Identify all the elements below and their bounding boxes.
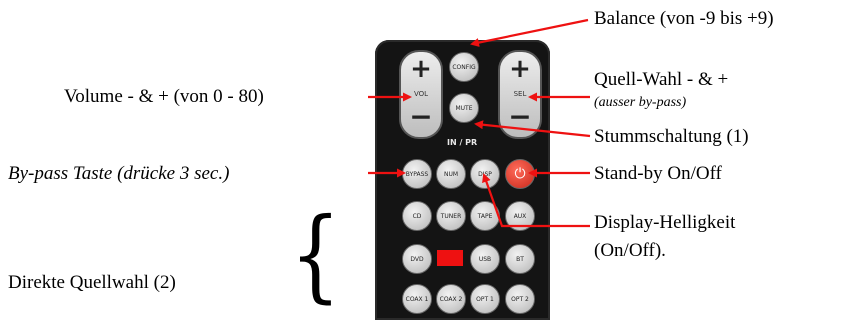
opt1-button[interactable]: OPT 1 bbox=[470, 284, 500, 314]
volume-plus[interactable]: + bbox=[410, 54, 432, 84]
opt2-button[interactable]: OPT 2 bbox=[505, 284, 535, 314]
display-brightness-sub: (On/Off). bbox=[594, 240, 666, 261]
source-select-note: (ausser by-pass) bbox=[594, 95, 687, 110]
remote-control: + VOL − + SEL − CONFIG MUTE IN / PR BYPA… bbox=[375, 40, 550, 320]
num-button[interactable]: NUM bbox=[436, 159, 466, 189]
source-select-label: Quell-Wahl - & + bbox=[594, 69, 729, 90]
coax1-button[interactable]: COAX 1 bbox=[402, 284, 432, 314]
source-caption: SEL bbox=[513, 90, 527, 98]
redacted-button bbox=[437, 250, 463, 266]
config-button[interactable]: CONFIG bbox=[449, 52, 479, 82]
bt-button[interactable]: BT bbox=[505, 244, 535, 274]
usb-button[interactable]: USB bbox=[470, 244, 500, 274]
source-minus[interactable]: − bbox=[508, 100, 532, 133]
bypass-button[interactable]: BYPASS bbox=[402, 159, 432, 189]
standby-label: Stand-by On/Off bbox=[594, 163, 722, 184]
dvd-button[interactable]: DVD bbox=[402, 244, 432, 274]
mute-label: Stummschaltung (1) bbox=[594, 126, 749, 147]
balance-label: Balance (von -9 bis +9) bbox=[594, 8, 774, 29]
curly-brace: { bbox=[290, 196, 341, 313]
coax2-button[interactable]: COAX 2 bbox=[436, 284, 466, 314]
source-plus[interactable]: + bbox=[509, 54, 531, 84]
volume-caption: VOL bbox=[413, 90, 429, 98]
cd-button[interactable]: CD bbox=[402, 201, 432, 231]
direct-source-label: Direkte Quellwahl (2) bbox=[8, 272, 176, 293]
balance-arrow bbox=[470, 18, 589, 47]
mute-arrow bbox=[474, 120, 591, 138]
tuner-button[interactable]: TUNER bbox=[436, 201, 466, 231]
in-pr-label: IN / PR bbox=[447, 138, 478, 147]
volume-minus[interactable]: − bbox=[409, 100, 433, 133]
display-brightness-label: Display-Helligkeit bbox=[594, 212, 736, 233]
bypass-label: By-pass Taste (drücke 3 sec.) bbox=[8, 163, 230, 184]
display-arrow bbox=[482, 173, 590, 228]
volume-label: Volume - & + (von 0 - 80) bbox=[64, 86, 264, 107]
mute-button[interactable]: MUTE bbox=[449, 93, 479, 123]
